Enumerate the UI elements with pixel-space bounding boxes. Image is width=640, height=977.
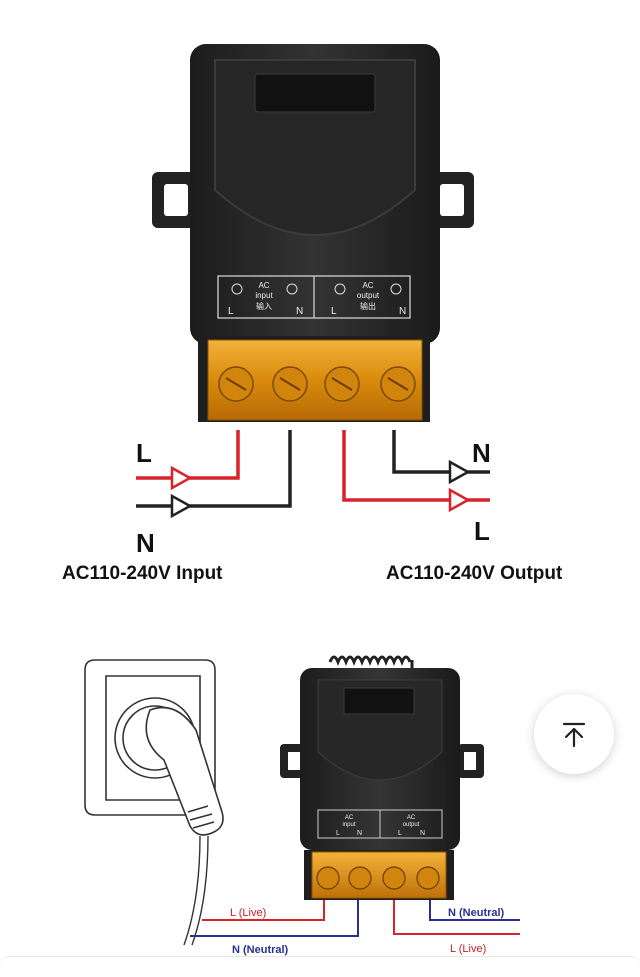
terminal-label-panel: AC input 输入 AC output 输出 L N L N (217, 275, 411, 319)
mounting-tab-right (430, 172, 474, 228)
bottom-sheet-edge (0, 956, 640, 977)
svg-text:输入: 输入 (256, 301, 272, 311)
svg-text:input: input (342, 822, 355, 828)
arrow-up-to-line-icon (562, 722, 586, 748)
svg-text:L: L (228, 306, 234, 317)
input-voltage-caption: AC110-240V Input (62, 563, 223, 584)
label-left-live: L (136, 438, 152, 468)
wire-neutral-out (429, 900, 520, 921)
wire-live-out (393, 900, 520, 935)
label-right-neutral: N (472, 438, 491, 468)
label-left-neutral: N (136, 528, 155, 558)
wire-input-neutral (136, 430, 292, 508)
terminal-label-panel-bottom: AC input AC output L N L N (317, 809, 443, 839)
wire-live-in (202, 900, 325, 921)
arrow-neutral-in-icon (170, 493, 193, 519)
svg-text:输出: 输出 (360, 301, 376, 311)
antenna-window (254, 73, 376, 113)
arrow-neutral-out-icon (448, 459, 471, 485)
svg-text:L: L (331, 306, 337, 317)
relay-wiring-diagram-top: AC input 输入 AC output 输出 L N L N (136, 44, 491, 558)
arrow-live-out-icon (448, 487, 471, 513)
svg-text:N: N (357, 830, 362, 837)
terminal-block (198, 336, 430, 422)
label-live-in: L (Live) (230, 907, 266, 919)
arrow-live-in-icon (170, 465, 193, 491)
label-live-out: L (Live) (450, 943, 486, 955)
svg-text:AC: AC (258, 281, 269, 290)
label-neutral-out: N (Neutral) (448, 907, 505, 919)
svg-text:output: output (403, 822, 420, 828)
svg-text:output: output (357, 291, 380, 300)
relay-wiring-diagram-bottom: AC input AC output L N L N L (Live) N (N… (84, 655, 520, 956)
svg-text:AC: AC (407, 815, 416, 821)
terminal-block-bottom (304, 850, 454, 900)
wire-neutral-in (190, 900, 359, 937)
svg-text:N: N (296, 306, 303, 317)
label-right-live: L (474, 516, 490, 546)
wire-input-live (136, 430, 240, 480)
label-neutral-in: N (Neutral) (232, 944, 289, 956)
plug (145, 706, 224, 836)
svg-text:input: input (255, 291, 273, 300)
wire-output-live (342, 430, 490, 502)
mounting-tab-left (152, 172, 196, 228)
svg-text:L: L (398, 830, 402, 837)
svg-text:N: N (420, 830, 425, 837)
svg-text:AC: AC (345, 815, 354, 821)
plug-cable (183, 835, 209, 946)
svg-text:L: L (336, 830, 340, 837)
scroll-to-top-button[interactable] (534, 694, 614, 774)
output-voltage-caption: AC110-240V Output (386, 563, 563, 584)
svg-text:N: N (399, 306, 406, 317)
svg-text:AC: AC (362, 281, 373, 290)
